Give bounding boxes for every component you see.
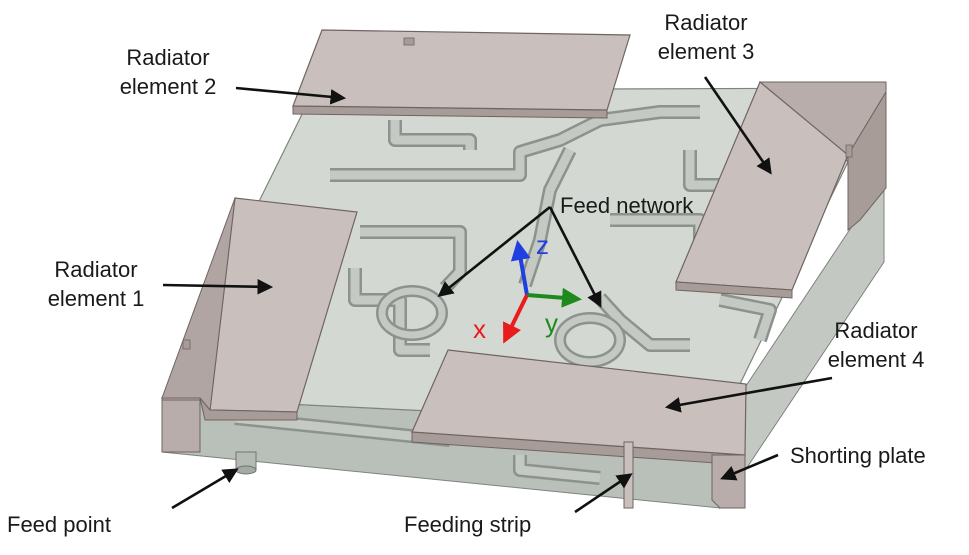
label-line: Feed network [560, 193, 694, 218]
radiator-element-2 [292, 29, 631, 119]
label-radiator-element-2: Radiator element 2 [98, 43, 238, 101]
label-feed-network: Feed network [560, 191, 693, 220]
label-line: Radiator [664, 10, 748, 35]
arrow-feeding-strip [574, 473, 633, 514]
label-line: Radiator [126, 45, 210, 70]
coordinate-axes [503, 240, 582, 344]
arrow-radiator-2 [235, 86, 347, 105]
label-line: Feed point [7, 512, 111, 537]
arrow-shorting-plate [720, 453, 779, 481]
feed-point-connector [235, 451, 257, 475]
label-radiator-element-3: Radiator element 3 [636, 8, 776, 66]
label-feeding-strip: Feeding strip [404, 510, 531, 539]
label-radiator-element-4: Radiator element 4 [806, 316, 946, 374]
radiator-element-1 [161, 197, 358, 453]
label-feed-point: Feed point [7, 510, 111, 539]
arrow-feed-network-right [548, 206, 602, 308]
radiator-element-3 [675, 81, 887, 299]
label-shorting-plate: Shorting plate [790, 441, 926, 470]
label-line: element 4 [827, 347, 925, 372]
arrow-radiator-3 [703, 76, 772, 175]
label-line: element 3 [657, 39, 755, 64]
label-line: element 2 [119, 74, 217, 99]
callout-arrows [162, 76, 833, 514]
arrow-radiator-4 [664, 376, 833, 413]
label-line: Feeding strip [404, 512, 532, 537]
label-line: Shorting plate [790, 443, 926, 468]
arrow-feed-network-left [437, 205, 551, 297]
radiator-element-4 [411, 349, 747, 509]
axis-label-y: y [545, 308, 558, 338]
axis-label-z: z [536, 230, 549, 260]
axis-label-x: x [473, 314, 486, 344]
label-line: Radiator [54, 257, 138, 282]
label-line: element 1 [47, 286, 145, 311]
arrow-feed-point [171, 468, 239, 510]
x-axis-arrow [503, 294, 529, 344]
shorting-plate-left [161, 399, 201, 453]
label-radiator-element-1: Radiator element 1 [26, 255, 166, 313]
y-axis-arrow [526, 287, 582, 308]
label-line: Radiator [834, 318, 918, 343]
z-axis-arrow [510, 240, 531, 296]
arrow-radiator-1 [162, 278, 274, 295]
